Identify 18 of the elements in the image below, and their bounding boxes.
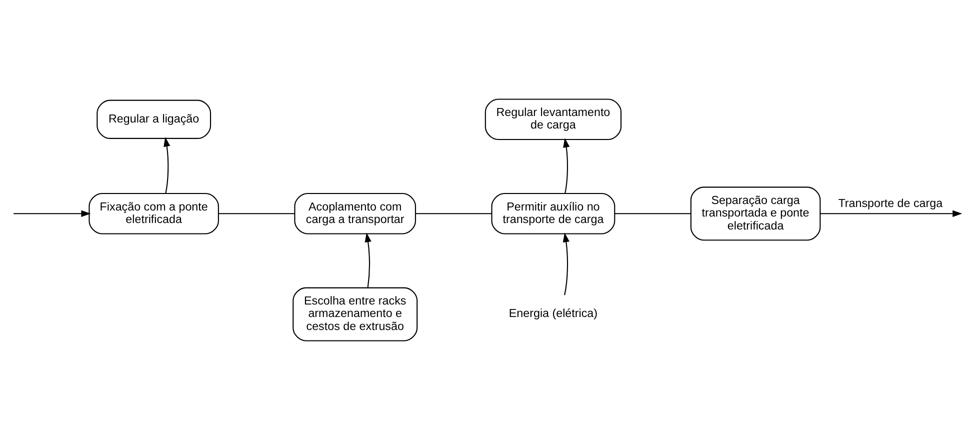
arrow xyxy=(562,232,570,295)
arrow xyxy=(14,210,91,216)
node-text: Energia (elétrica) xyxy=(508,306,598,320)
node-box: Permitir auxílio no transporte de carga xyxy=(491,192,616,234)
node-box: Acoplamento com carga a transportar xyxy=(294,192,416,234)
connector xyxy=(416,212,492,214)
node-box: Separação carga transportada e ponte eletrificada xyxy=(690,186,821,240)
node-box: Escolha entre racks armazenamento e cestos de extrusão xyxy=(292,286,418,341)
node-box: Fixação com a ponte eletrificada xyxy=(88,192,219,234)
node-box: Regular levantamento de carga xyxy=(484,98,622,140)
arrow xyxy=(820,210,962,216)
arrow xyxy=(364,232,372,288)
connector xyxy=(218,212,295,214)
arrow xyxy=(164,136,170,194)
edge-label: Transporte de carga xyxy=(838,196,943,210)
arrow xyxy=(563,137,570,194)
connector xyxy=(614,212,691,214)
node-box: Regular a ligação xyxy=(96,99,212,138)
